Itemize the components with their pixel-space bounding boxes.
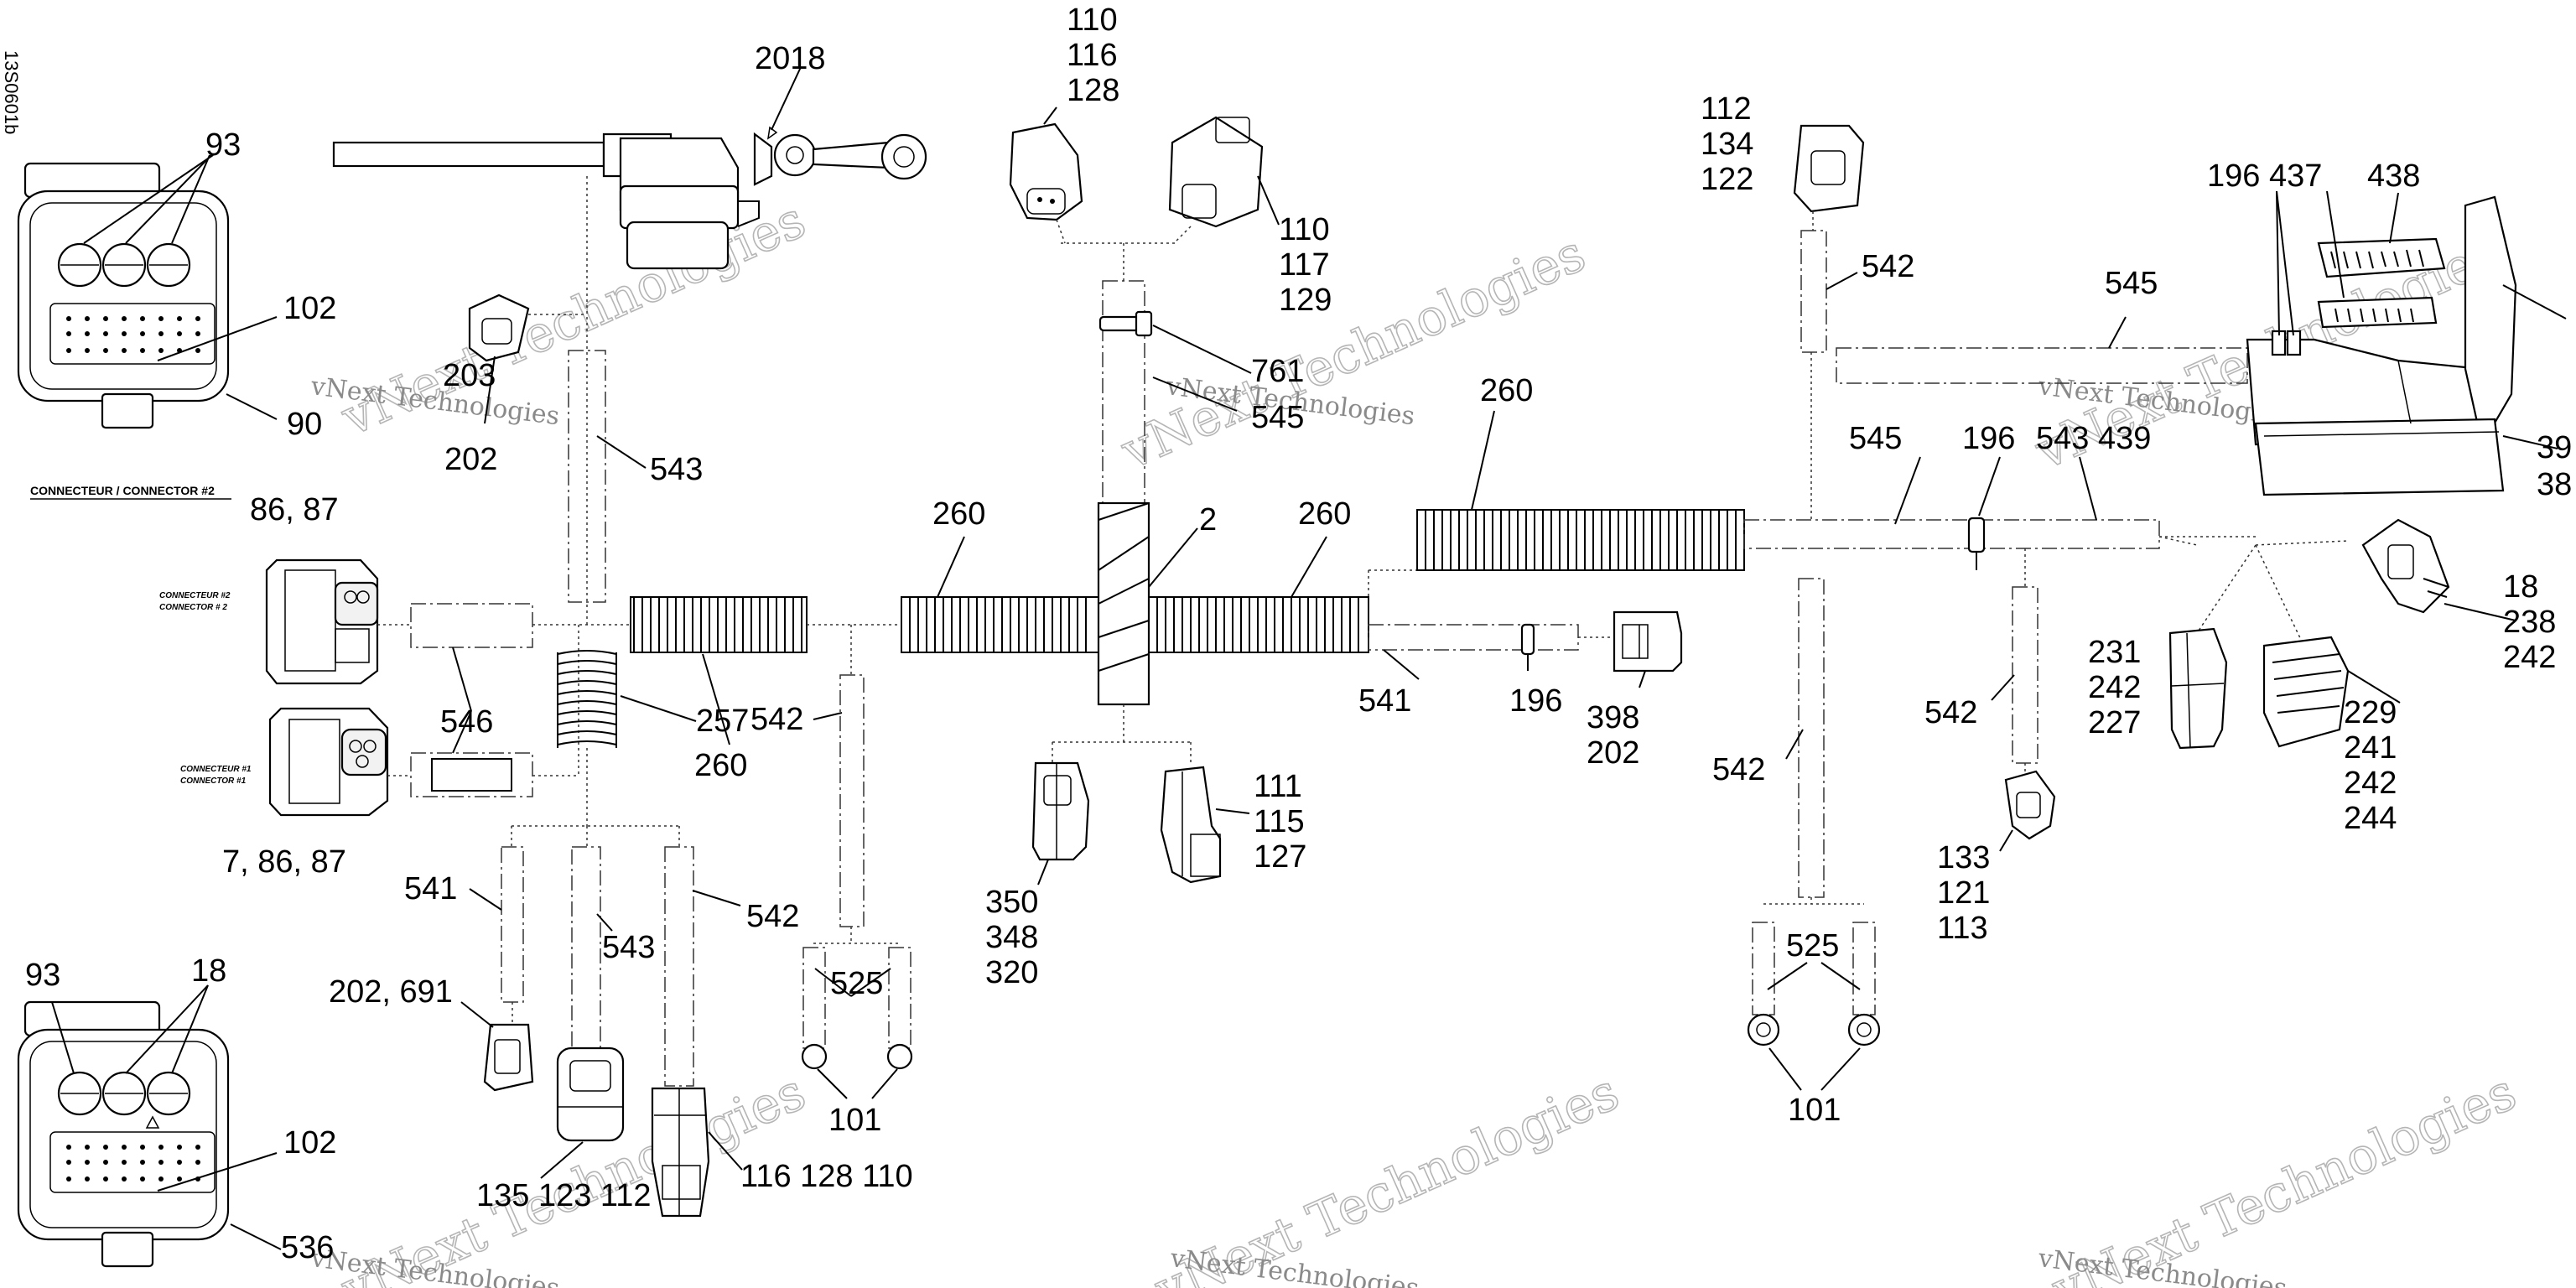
connector-top-left — [17, 154, 278, 429]
callout-7-86-87: 7, 86, 87 — [222, 844, 346, 880]
ecu-connector-1 — [268, 707, 411, 817]
connector-350-348-320 — [1031, 761, 1090, 861]
ecu-connector-2 — [265, 558, 411, 685]
callout-525-right: 525 — [1786, 928, 1839, 963]
connector-229-241-242-244 — [2262, 636, 2350, 748]
diagram-code: 13S0601b — [1, 50, 22, 134]
connector-202-691 — [483, 1002, 534, 1092]
connector-111-115-127 — [1160, 766, 1222, 884]
callout-101-left: 101 — [828, 1103, 881, 1138]
throttle-sensor-assembly — [332, 66, 927, 270]
callout-2: 2 — [1199, 502, 1217, 538]
callout-542-top-right: 542 — [1862, 249, 1914, 284]
callout-39: 39 — [2537, 430, 2572, 465]
corrugated-tube-right — [1416, 509, 1745, 571]
callout-543-low: 543 — [602, 930, 655, 965]
callout-542-low: 542 — [746, 899, 799, 934]
connector-398-202 — [1613, 610, 1683, 673]
callout-196-mid: 196 — [1509, 683, 1562, 719]
callout-543-top: 543 — [650, 452, 703, 487]
callout-543-439: 543 439 — [2036, 421, 2151, 456]
connector-110-116-128 — [1009, 122, 1083, 244]
callout-102-top: 102 — [283, 291, 336, 326]
callout-86-87: 86, 87 — [250, 492, 339, 527]
callout-545-right-top: 545 — [2105, 266, 2158, 301]
callout-541-left: 541 — [404, 871, 457, 906]
connector-133-121-113 — [2004, 763, 2056, 840]
connector-110-117-129 — [1168, 116, 1264, 244]
corrugated-tube-257 — [557, 650, 617, 748]
connector-1-small-label-1: CONNECTEUR #1 — [180, 765, 252, 774]
callout-438: 438 — [2367, 158, 2420, 194]
callout-542-mid: 542 — [750, 702, 803, 737]
connector-18-238-242 — [2361, 518, 2450, 614]
ecu-module — [2246, 195, 2517, 496]
callout-101-right: 101 — [1788, 1093, 1841, 1128]
splice-196-right — [1967, 517, 1986, 570]
callout-203: 203 — [443, 358, 496, 393]
connector-203 — [468, 293, 587, 362]
callout-542-right2: 542 — [1712, 752, 1765, 787]
callout-196-right: 196 — [1962, 421, 2015, 456]
callout-536: 536 — [281, 1230, 334, 1265]
callout-18-bottom: 18 — [191, 953, 226, 989]
callout-260-low: 260 — [694, 748, 747, 783]
connector-231-242-227 — [2168, 627, 2228, 750]
junction-tape-2 — [1097, 501, 1150, 706]
connector-116-128-110 — [651, 1087, 710, 1218]
callout-542-right1: 542 — [1924, 695, 1977, 730]
connector-2-small-label-2: CONNECTOR # 2 — [159, 603, 227, 612]
callout-90: 90 — [287, 407, 322, 442]
callout-93-bottom: 93 — [25, 958, 60, 993]
callout-260-midright: 260 — [1298, 496, 1351, 532]
corrugated-tube-left — [630, 596, 808, 653]
watermark-outline-2: vNext Technologies — [1113, 224, 1594, 481]
connector-112-134-122 — [1793, 124, 1865, 231]
callout-541-mid: 541 — [1358, 683, 1411, 719]
callout-2018: 2018 — [755, 41, 826, 76]
corrugated-tube-mid-left — [901, 596, 1099, 653]
callout-761: 761 — [1251, 354, 1304, 389]
corrugated-tube-mid-right — [1148, 596, 1369, 653]
cable-tie-761 — [1098, 310, 1153, 337]
callout-202-left: 202 — [444, 442, 497, 477]
connector-bottom-left — [17, 984, 282, 1268]
callout-260-midleft: 260 — [932, 496, 985, 532]
connector-2-title: CONNECTEUR / CONNECTOR #2 — [30, 484, 215, 497]
connector-1-small-label-2: CONNECTOR #1 — [180, 776, 247, 786]
callout-116-128-110: 116 128 110 — [740, 1159, 913, 1194]
callout-202-691: 202, 691 — [329, 974, 453, 1010]
connector-135-123-112 — [556, 1046, 625, 1142]
splice-196-mid — [1520, 623, 1535, 671]
callout-196-437: 196 437 — [2207, 158, 2322, 194]
callout-525-left: 525 — [830, 966, 883, 1001]
callout-102-bottom: 102 — [283, 1125, 336, 1161]
callout-93-top: 93 — [205, 127, 241, 163]
callout-546: 546 — [440, 704, 493, 740]
callout-257: 257 — [696, 704, 749, 739]
callout-260-right: 260 — [1480, 373, 1533, 408]
callout-545-right: 545 — [1849, 421, 1902, 456]
callout-135-123-112: 135 123 112 — [476, 1178, 652, 1213]
callout-545-mid: 545 — [1251, 400, 1304, 435]
connector-2-small-label-1: CONNECTEUR #2 — [159, 591, 231, 600]
callout-38: 38 — [2537, 467, 2572, 502]
